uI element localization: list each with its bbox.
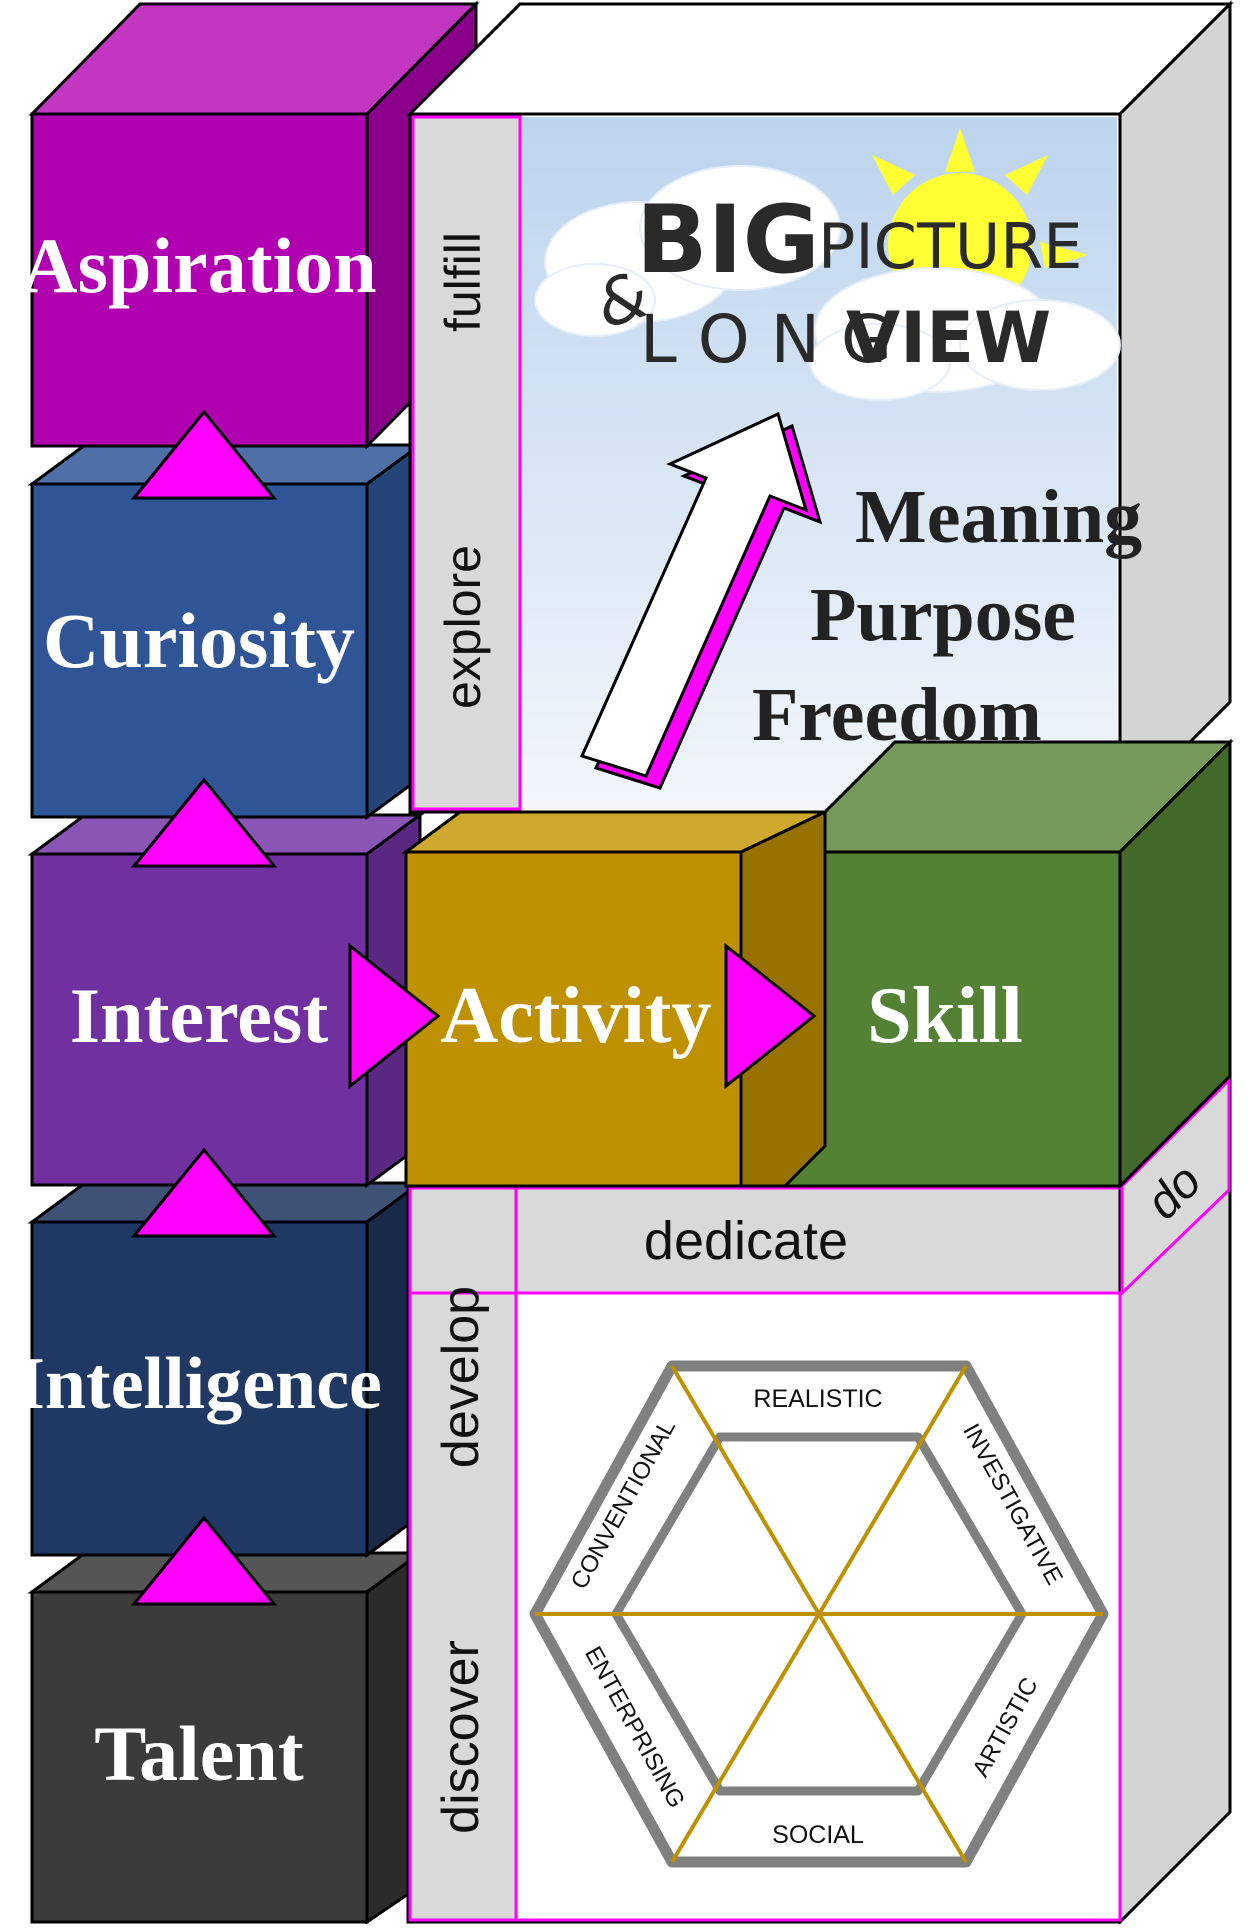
cube-activity-front (404, 850, 743, 1188)
arrow-interest-to-curiosity (130, 777, 278, 868)
hexagon-box: do dedicate develop discover REALISTIC S… (406, 1072, 1232, 1926)
big-picture-picture: PICTURE (818, 210, 1082, 283)
big-picture-big: BIG (636, 186, 820, 295)
cube-talent-label: Talent (94, 1710, 304, 1797)
big-picture-box: fulfill explore & BIG PICTURE L O N G VI… (406, 0, 1234, 816)
cube-intelligence-front (30, 1220, 369, 1557)
cube-talent: Talent (27, 1550, 425, 1925)
big-picture-long: L O N G (640, 301, 892, 378)
up-arrows (130, 409, 278, 1606)
cube-aspiration-label: Aspiration (21, 222, 376, 309)
big-picture-top (406, 2, 1234, 116)
cube-intelligence: Intelligence (16, 1180, 425, 1558)
cube-skill: Skill (781, 738, 1234, 1190)
big-picture-side (1118, 0, 1232, 816)
cube-aspiration-front (30, 112, 369, 448)
arrow-activity-to-skill (724, 942, 817, 1090)
arrow-talent-to-intelligence (130, 1515, 278, 1606)
cube-curiosity-label: Curiosity (43, 597, 355, 684)
value-meaning: Meaning (855, 475, 1142, 559)
cube-curiosity-front (30, 482, 369, 819)
arrow-up-right-icon (579, 411, 823, 790)
verb-dedicate: dedicate (644, 1211, 848, 1271)
right-arrows (348, 942, 817, 1090)
verb-explore: explore (435, 545, 491, 709)
verb-fulfill: fulfill (435, 232, 491, 332)
holland-realistic: REALISTIC (753, 1385, 882, 1413)
cube-skill-label: Skill (867, 972, 1023, 1060)
arrow-curiosity-to-aspiration (130, 409, 278, 500)
holland-social: SOCIAL (772, 1821, 864, 1849)
value-purpose: Purpose (810, 573, 1076, 657)
arrow-interest-to-activity (348, 942, 441, 1090)
cube-intelligence-label: Intelligence (16, 1343, 382, 1425)
cube-talent-front (30, 1590, 369, 1924)
cube-activity-label: Activity (440, 972, 711, 1060)
cube-interest-label: Interest (70, 972, 329, 1059)
cube-skill-front (783, 850, 1122, 1188)
explore-fulfill-strip (411, 115, 522, 811)
cube-aspiration: Aspiration (21, 0, 480, 450)
cube-curiosity: Curiosity (27, 442, 425, 820)
verb-discover: discover (432, 1640, 490, 1834)
verb-develop: develop (432, 1286, 490, 1468)
arrow-intelligence-to-interest (130, 1147, 278, 1238)
big-picture-view: VIEW (846, 297, 1051, 379)
cloud-icon (534, 165, 1121, 401)
